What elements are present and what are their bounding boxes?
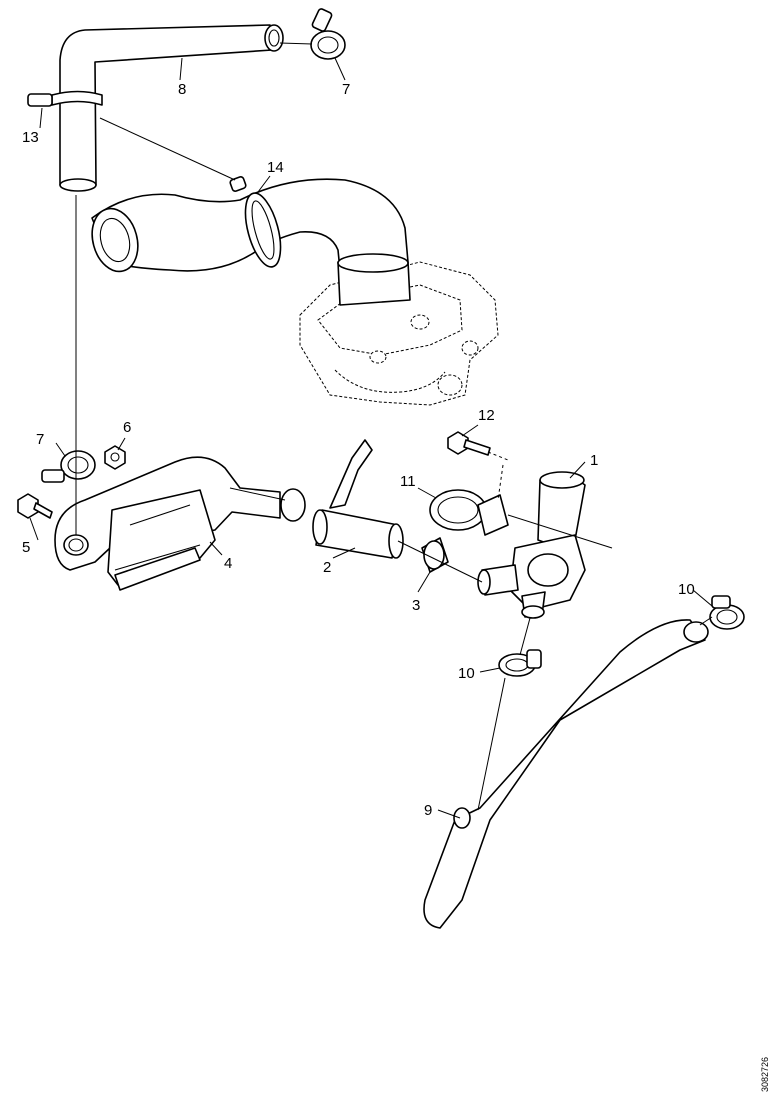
callout-14: 14 <box>267 159 284 176</box>
nut-6 <box>104 445 126 470</box>
hose-clamp-10-right <box>709 595 745 630</box>
coolant-hose-8 <box>59 24 284 192</box>
hose-clamp-11 <box>429 489 509 536</box>
callout-12: 12 <box>478 407 495 424</box>
callout-11: 11 <box>400 473 416 490</box>
callout-3: 3 <box>412 597 420 614</box>
coolant-hose-9 <box>423 619 709 929</box>
callout-4: 4 <box>224 555 232 572</box>
hose-clamp-14 <box>229 176 282 268</box>
assembly-lines <box>75 42 713 811</box>
coolant-pipe-4 <box>54 456 281 591</box>
reference-code: 3082726 <box>760 1057 770 1092</box>
hose-clamp-7-lower <box>41 450 96 483</box>
hose-clamp-13 <box>27 90 103 107</box>
bolt-12 <box>447 431 491 456</box>
callout-10-right: 10 <box>678 581 695 598</box>
callout-labels: 1 2 3 4 5 6 7 7 8 9 10 10 11 12 13 14 <box>22 81 695 819</box>
bolt-5 <box>17 493 53 519</box>
callout-7-lower: 7 <box>36 431 44 448</box>
hose-clamp-7-upper <box>310 8 346 60</box>
callout-10-left: 10 <box>458 665 475 682</box>
callout-13: 13 <box>22 129 39 146</box>
callout-9: 9 <box>424 802 432 819</box>
hose-clamp-3 <box>421 537 449 573</box>
callout-leaders <box>29 57 713 819</box>
coolant-hose-2 <box>312 509 404 559</box>
callout-6: 6 <box>123 419 131 436</box>
callout-7-upper: 7 <box>342 81 350 98</box>
coolant-pump-1 <box>477 471 586 619</box>
hose-clamp-pipe-end <box>280 439 373 522</box>
callout-8: 8 <box>178 81 186 98</box>
callout-2: 2 <box>323 559 331 576</box>
upper-intake-pipe <box>91 178 411 306</box>
hose-clamp-10-left <box>498 649 542 677</box>
callout-5: 5 <box>22 539 30 556</box>
callout-1: 1 <box>590 452 598 469</box>
